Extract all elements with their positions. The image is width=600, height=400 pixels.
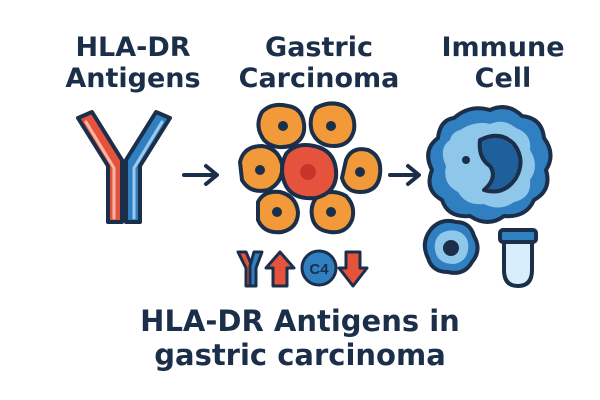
immune-cell-icon bbox=[426, 105, 553, 224]
c4-marker-label: C4 bbox=[309, 261, 329, 278]
tumor-cell-cluster-icon bbox=[238, 101, 383, 235]
small-cell-icon bbox=[422, 218, 480, 275]
label-hla-dr-antigens: HLA-DR Antigens bbox=[48, 32, 218, 94]
antibody-icon bbox=[236, 250, 264, 288]
caption-line-2: gastric carcinoma bbox=[154, 338, 446, 372]
label-line-2: Cell bbox=[474, 63, 532, 94]
label-line-2: Carcinoma bbox=[238, 63, 400, 94]
antibody-icon bbox=[76, 110, 172, 224]
caption: HLA-DR Antigens in gastric carcinoma bbox=[60, 304, 540, 372]
label-immune-cell: Immune Cell bbox=[418, 32, 588, 94]
arrow-up-icon bbox=[264, 250, 296, 288]
label-line-1: HLA-DR bbox=[75, 32, 191, 63]
marker-row: C4 bbox=[236, 249, 369, 288]
caption-line-1: HLA-DR Antigens in bbox=[140, 304, 460, 338]
label-line-2: Antigens bbox=[65, 63, 201, 94]
label-line-1: Immune bbox=[441, 32, 565, 63]
test-tube-icon bbox=[498, 228, 538, 288]
arrow-right-icon bbox=[182, 164, 219, 186]
label-line-1: Gastric bbox=[265, 32, 373, 63]
arrow-right-icon bbox=[388, 164, 421, 186]
arrow-down-icon bbox=[337, 250, 369, 288]
label-gastric-carcinoma: Gastric Carcinoma bbox=[224, 32, 414, 94]
c4-marker-icon: C4 bbox=[300, 249, 338, 287]
